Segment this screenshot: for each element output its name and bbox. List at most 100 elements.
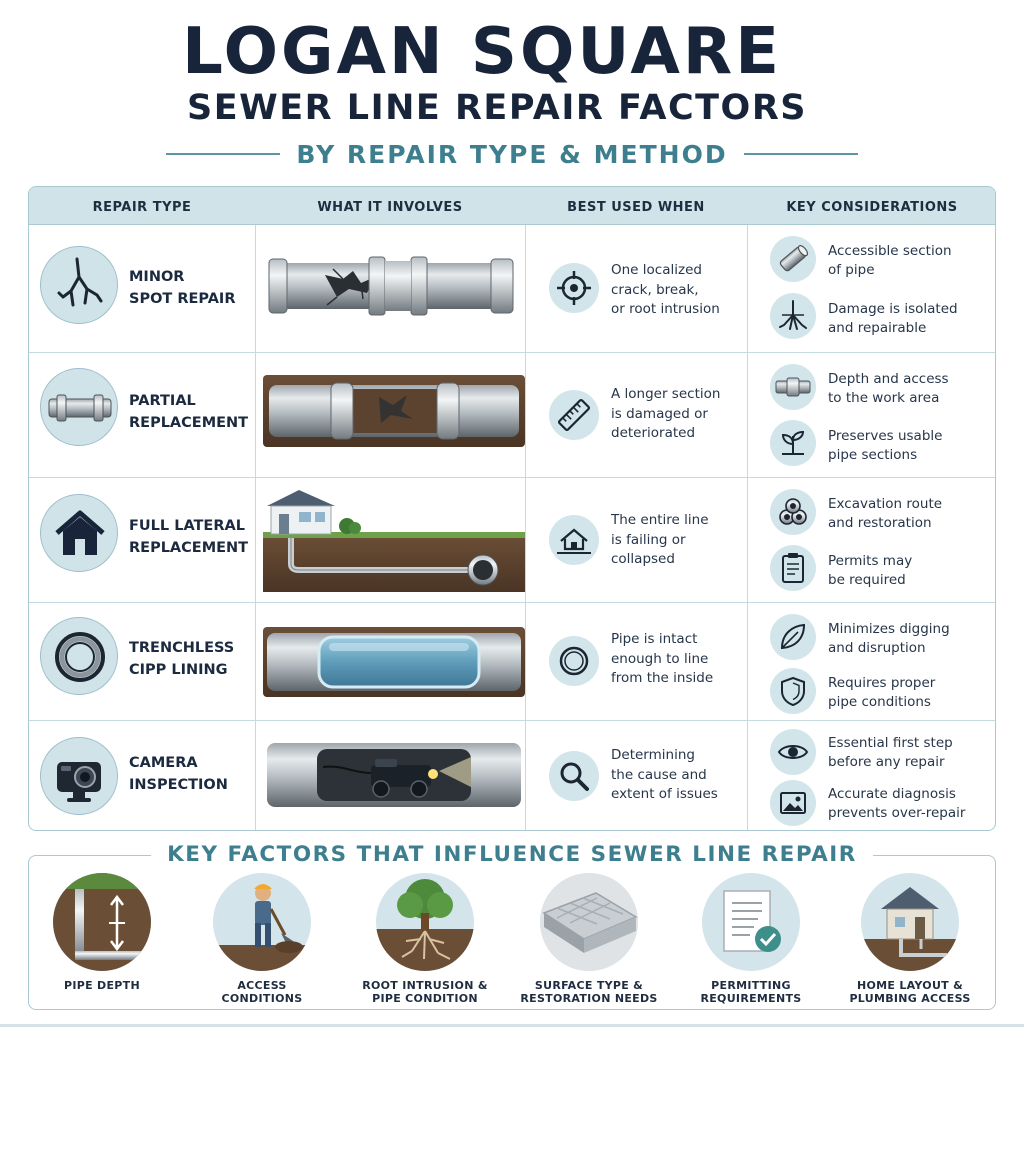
factor-label-line: CONDITIONS: [221, 992, 303, 1005]
key-factors-panel: KEY FACTORS THAT INFLUENCE SEWER LINE RE…: [27, 842, 996, 1010]
repair-type-line: MINOR: [129, 269, 185, 285]
consideration-line: be required: [828, 572, 906, 588]
spot-repair-illustration: [268, 256, 514, 316]
consideration-line: pipe conditions: [828, 694, 931, 710]
factor-label: HOME LAYOUT & PLUMBING ACCESS: [835, 979, 985, 1005]
pipe-segment-icon: [770, 236, 816, 282]
pipe-depth-icon: [53, 873, 151, 971]
factor-label-line: SURFACE TYPE &: [534, 979, 644, 992]
repair-type-label: TRENCHLESS CIPP LINING: [129, 637, 259, 681]
best-used-line: Pipe is intact: [611, 631, 698, 647]
consideration-line: before any repair: [828, 754, 945, 770]
best-used-when-text: A longer section is damaged or deteriora…: [611, 385, 761, 444]
factor-label: PIPE DEPTH: [27, 979, 177, 992]
consideration-line: Requires proper: [828, 675, 936, 691]
factor-item: HOME LAYOUT & PLUMBING ACCESS: [835, 873, 985, 1005]
repair-type-line: CAMERA: [129, 755, 198, 771]
pipe-coupling-icon: [40, 368, 118, 446]
consideration-text: Accurate diagnosis prevents over-repair: [828, 785, 988, 823]
factor-label: SURFACE TYPE & RESTORATION NEEDS: [514, 979, 664, 1005]
best-used-line: One localized: [611, 262, 702, 278]
consideration-text: Preserves usable pipe sections: [828, 427, 988, 465]
factor-item: ACCESS CONDITIONS: [187, 873, 337, 1005]
consideration-text: Excavation route and restoration: [828, 495, 988, 533]
crack-icon: [40, 246, 118, 324]
best-used-line: is failing or: [611, 531, 686, 548]
full-lateral-illustration: [263, 490, 525, 592]
factor-label: ROOT INTRUSION & PIPE CONDITION: [350, 979, 500, 1005]
pipe-stack-icon: [770, 489, 816, 535]
column-divider: [525, 225, 526, 830]
repair-type-label: CAMERA INSPECTION: [129, 752, 259, 796]
best-used-line: enough to line: [611, 650, 709, 667]
consideration-line: and restoration: [828, 515, 932, 531]
best-used-line: A longer section: [611, 386, 721, 402]
factor-label: ACCESS CONDITIONS: [187, 979, 337, 1005]
column-header-best-used-when: BEST USED WHEN: [567, 200, 705, 215]
repair-type-line: PARTIAL: [129, 393, 196, 409]
best-used-line: is damaged or: [611, 405, 708, 422]
column-header-repair-type: REPAIR TYPE: [92, 200, 192, 215]
best-used-line: extent of issues: [611, 786, 718, 802]
image-icon: [770, 780, 816, 826]
partial-replacement-illustration: [263, 375, 525, 447]
factor-label-line: PIPE CONDITION: [372, 992, 478, 1005]
consideration-line: Minimizes digging: [828, 621, 950, 637]
table-header: REPAIR TYPE WHAT IT INVOLVES BEST USED W…: [29, 187, 995, 225]
repair-type-line: REPLACEMENT: [129, 540, 249, 556]
best-used-line: collapsed: [611, 551, 675, 567]
factor-label: PERMITTING REQUIREMENTS: [676, 979, 826, 1005]
ring-icon: [549, 636, 599, 686]
column-header-key-considerations: KEY CONSIDERATIONS: [786, 200, 958, 215]
consideration-line: Depth and access: [828, 371, 949, 387]
consideration-line: Damage is isolated: [828, 301, 958, 317]
house-line-icon: [549, 515, 599, 565]
repair-type-line: FULL LATERAL: [129, 518, 245, 534]
target-icon: [549, 263, 599, 313]
consideration-text: Accessible section of pipe: [828, 242, 988, 280]
house-icon: [40, 494, 118, 572]
best-used-line: crack, break,: [611, 281, 699, 298]
factor-label-line: RESTORATION NEEDS: [520, 992, 658, 1005]
best-used-when-text: Pipe is intact enough to line from the i…: [611, 630, 761, 689]
best-used-line: The entire line: [611, 512, 709, 528]
consideration-line: Accurate diagnosis: [828, 786, 956, 802]
best-used-line: from the inside: [611, 670, 714, 686]
consideration-text: Permits may be required: [828, 552, 988, 590]
factor-item: SURFACE TYPE & RESTORATION NEEDS: [514, 873, 664, 1005]
table-row: CAMERA INSPECTION Determining the cause …: [29, 720, 995, 830]
repair-type-line: REPLACEMENT: [129, 415, 249, 431]
best-used-line: Determining: [611, 747, 695, 763]
best-used-line: the cause and: [611, 766, 707, 783]
pipe-joint-icon: [770, 364, 816, 410]
factor-label-line: REQUIREMENTS: [700, 992, 802, 1005]
repair-type-line: SPOT REPAIR: [129, 291, 236, 307]
consideration-line: Preserves usable: [828, 428, 943, 444]
consideration-line: to the work area: [828, 390, 940, 406]
consideration-line: of pipe: [828, 262, 875, 278]
page-title: LOGAN SQUARE: [182, 15, 782, 89]
roots-icon: [770, 293, 816, 339]
consideration-text: Essential first step before any repair: [828, 734, 988, 772]
repair-type-label: PARTIAL REPLACEMENT: [129, 390, 259, 434]
factor-item: PIPE DEPTH: [27, 873, 177, 992]
bottom-divider: [0, 1024, 1024, 1027]
ruler-icon: [549, 390, 599, 440]
repair-type-label: FULL LATERAL REPLACEMENT: [129, 515, 259, 559]
permit-document-icon: [702, 873, 800, 971]
consideration-line: Essential first step: [828, 735, 953, 751]
tagline: BY REPAIR TYPE & METHOD: [296, 139, 728, 169]
consideration-line: and disruption: [828, 640, 926, 656]
tagline-rule-left: [166, 153, 281, 155]
tagline-row: BY REPAIR TYPE & METHOD: [166, 138, 858, 170]
column-header-what-it-involves: WHAT IT INVOLVES: [317, 200, 463, 215]
ring-icon: [40, 617, 118, 695]
best-used-when-text: The entire line is failing or collapsed: [611, 511, 761, 570]
clipboard-icon: [770, 545, 816, 591]
consideration-line: Permits may: [828, 553, 913, 569]
cipp-lining-illustration: [263, 627, 525, 697]
camera-inspection-illustration: [267, 743, 521, 807]
consideration-text: Requires proper pipe conditions: [828, 674, 988, 712]
best-used-when-text: One localized crack, break, or root intr…: [611, 261, 761, 320]
shield-icon: [770, 668, 816, 714]
